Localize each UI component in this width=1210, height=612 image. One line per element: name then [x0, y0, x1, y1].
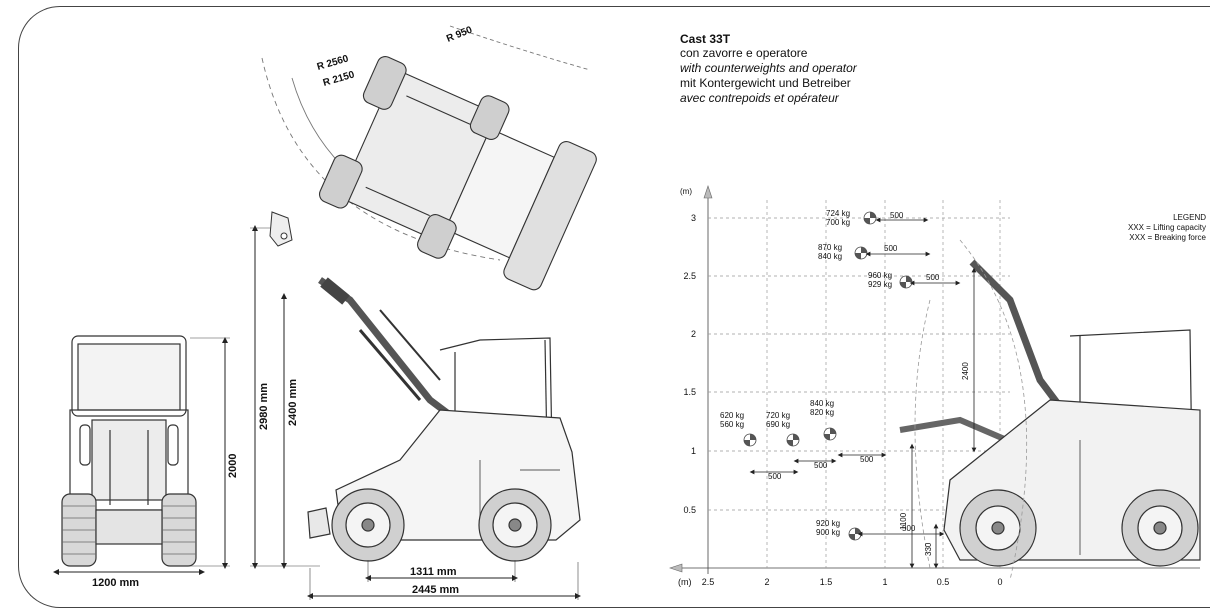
y-tick-label: 2	[691, 329, 696, 339]
lifting-capacity: 720 kg	[766, 411, 790, 420]
lifting-capacity: 870 kg	[818, 243, 842, 252]
x-tick-label: 2.5	[702, 577, 715, 587]
breaking-force: 820 kg	[810, 408, 834, 417]
wheelbase-label: 1311 mm	[410, 566, 457, 578]
cog-fill	[849, 528, 861, 540]
x-tick-label: 1.5	[820, 577, 833, 587]
front-width-label: 1200 mm	[92, 577, 139, 589]
breaking-force: 840 kg	[818, 252, 842, 261]
offset-label: 500	[926, 273, 940, 282]
model-title: Cast 33T	[680, 32, 731, 46]
load-chart: (m) (m) 3 2.5 2 1.5 1 0.5 2.5 2 1.5 1 0.5 0	[669, 185, 1200, 587]
raised-bucket-icon	[269, 211, 293, 247]
legend-lifting: XXX = Lifting capacity	[1127, 223, 1206, 232]
radius-rear-label: R 950	[445, 24, 474, 44]
cog-fill	[824, 428, 836, 440]
pin-height-label: 2400 mm	[287, 379, 299, 426]
lifting-capacity: 960 kg	[868, 271, 892, 280]
breaking-force: 560 kg	[720, 420, 744, 429]
v2400-label: 2400	[961, 362, 970, 380]
breaking-force: 900 kg	[816, 528, 840, 537]
offset-label: 500	[890, 211, 904, 220]
side-view-wheels	[331, 488, 552, 562]
cog-fill	[900, 276, 912, 288]
breaking-force: 700 kg	[826, 218, 850, 227]
breaking-force: 929 kg	[868, 280, 892, 289]
x-tick-label: 2	[764, 577, 769, 587]
lifting-capacity: 620 kg	[720, 411, 744, 420]
y-tick-label: 0.5	[683, 505, 696, 515]
offset-label: 500	[884, 244, 898, 253]
front-height-label: 2000	[227, 454, 239, 478]
cog-fill	[787, 434, 799, 446]
cog-fill	[864, 212, 876, 224]
y-unit-label: (m)	[680, 187, 692, 196]
cog-fill	[855, 247, 867, 259]
radius-outer-label: R 2560	[316, 53, 350, 73]
lifting-capacity: 724 kg	[826, 209, 850, 218]
legend-breaking: XXX = Breaking force	[1129, 233, 1206, 242]
subtitle-fr: avec contrepoids et opérateur	[680, 91, 839, 105]
subtitle-en: with counterweights and operator	[680, 61, 857, 75]
breaking-force: 690 kg	[766, 420, 790, 429]
y-tick-label: 3	[691, 213, 696, 223]
lifting-capacity: 840 kg	[810, 399, 834, 408]
y-tick-label: 2.5	[683, 271, 696, 281]
max-height-label: 2980 mm	[258, 383, 270, 430]
x-tick-label: 0	[997, 577, 1002, 587]
offset-label: 500	[768, 472, 782, 481]
lifting-capacity: 920 kg	[816, 519, 840, 528]
y-tick-label: 1	[691, 446, 696, 456]
legend: LEGEND XXX = Lifting capacity XXX = Brea…	[1128, 213, 1206, 243]
v330-label: 330	[924, 542, 933, 556]
offset-label: 500	[902, 524, 916, 533]
offset-label: 500	[860, 455, 874, 464]
inner-reach-arc	[914, 299, 931, 569]
subtitle-de: mit Kontergewicht und Betreiber	[680, 76, 851, 90]
front-view-loader	[61, 335, 197, 567]
x-unit-label: (m)	[678, 577, 692, 587]
top-view-loader	[318, 56, 597, 291]
subtitle-it: con zavorre e operatore	[680, 46, 808, 60]
y-tick-label: 1.5	[683, 387, 696, 397]
x-tick-label: 1	[882, 577, 887, 587]
cog-fill	[744, 434, 756, 446]
offset-label: 500	[814, 461, 828, 470]
total-length-label: 2445 mm	[412, 584, 459, 596]
x-tick-label: 0.5	[937, 577, 950, 587]
radius-inner-label: R 2150	[322, 69, 356, 89]
legend-title: LEGEND	[1173, 213, 1206, 222]
v1100-label: 1100	[899, 512, 908, 530]
